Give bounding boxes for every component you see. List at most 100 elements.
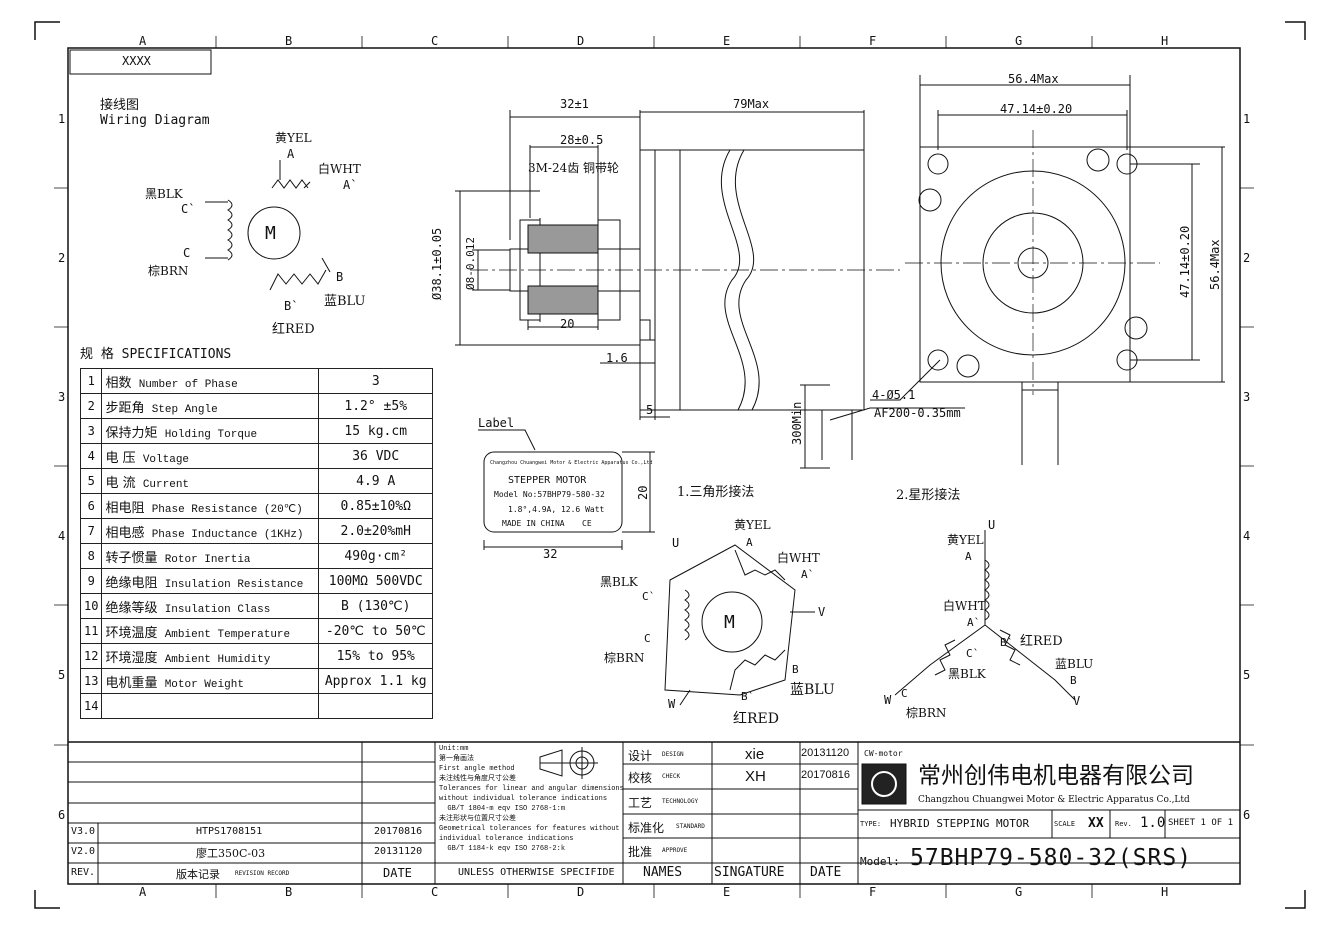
spec-name-en: Insulation Class bbox=[164, 603, 271, 616]
corner-label: XXXX bbox=[122, 54, 151, 68]
col-label: C bbox=[431, 34, 439, 48]
model-label: Model: bbox=[860, 855, 900, 868]
spec-name-cn: 电 流 bbox=[105, 475, 136, 491]
approval-role-cn: 校核 bbox=[628, 771, 653, 785]
spec-row: 14 bbox=[79, 693, 433, 719]
row-label: 1 bbox=[58, 112, 66, 126]
row-label: 5 bbox=[58, 668, 66, 682]
wire-label-wht: 白WHT bbox=[318, 162, 361, 176]
spec-value: 1.2° ±5% bbox=[318, 393, 433, 419]
scale-value: XX bbox=[1088, 816, 1104, 831]
wiring-title-en: Wiring Diagram bbox=[100, 113, 210, 128]
motor-type: HYBRID STEPPING MOTOR bbox=[890, 817, 1030, 830]
delta-wht: 白WHT bbox=[777, 551, 820, 565]
col-label: A bbox=[139, 34, 147, 48]
row-label: 6 bbox=[1243, 808, 1251, 822]
spec-name: 电机重量 Motor Weight bbox=[101, 668, 320, 694]
rev-value: 1.0 bbox=[1140, 815, 1166, 831]
terminal-a: A bbox=[287, 147, 295, 161]
spec-name: 相电阻 Phase Resistance (20℃) bbox=[101, 493, 320, 519]
pulley-note: 3M-24齿 铜带轮 bbox=[528, 161, 620, 175]
approvals-header-names: NAMES bbox=[643, 865, 683, 880]
notes-footer: UNLESS OTHERWISE SPECIFIDE bbox=[458, 867, 615, 878]
spec-number: 4 bbox=[79, 443, 103, 469]
col-label: G bbox=[1015, 34, 1023, 48]
spec-row: 9 绝缘电阻 Insulation Resistance 100MΩ 500VD… bbox=[79, 568, 433, 594]
revision-desc: HTPS1708151 bbox=[196, 826, 263, 837]
spec-number: 14 bbox=[79, 693, 103, 719]
star-wht: 白WHT bbox=[943, 599, 986, 613]
wiring-title-cn: 接线图 bbox=[100, 98, 140, 113]
type-label: TYPE: bbox=[860, 820, 882, 828]
spec-value: 15 kg.cm bbox=[318, 418, 433, 444]
spec-value: 100MΩ 500VDC bbox=[318, 568, 433, 594]
spec-number: 9 bbox=[79, 568, 103, 594]
spec-name-en: Phase Resistance (20℃) bbox=[151, 503, 303, 516]
revision-desc: 廖工350C-03 bbox=[196, 847, 266, 860]
spec-number: 2 bbox=[79, 393, 103, 419]
terminal-b2: B` bbox=[284, 299, 299, 313]
col-label: D bbox=[577, 885, 585, 899]
delta-yel: 黄YEL bbox=[734, 518, 771, 532]
spec-row: 1 相数 Number of Phase 3 bbox=[79, 368, 433, 394]
revision-date: 20131120 bbox=[374, 846, 423, 857]
spec-number: 7 bbox=[79, 518, 103, 544]
star-title: 2.星形接法 bbox=[896, 488, 961, 503]
approval-role-cn: 工艺 bbox=[628, 796, 653, 810]
row-label: 1 bbox=[1243, 112, 1251, 126]
star-u: U bbox=[988, 518, 996, 532]
company-name-cn: 常州创伟电机电器有限公司 bbox=[918, 763, 1194, 789]
spec-name: 电 压 Voltage bbox=[101, 443, 320, 469]
col-label: C bbox=[431, 885, 439, 899]
spec-name-en: Ambient Temperature bbox=[164, 628, 291, 641]
company-logo: CW-motor bbox=[864, 749, 903, 758]
dim-pulley-width: 20 bbox=[560, 317, 575, 331]
col-label: B bbox=[285, 885, 293, 899]
note-line: Tolerances for linear and angular dimens… bbox=[439, 785, 624, 793]
row-label: 6 bbox=[58, 808, 66, 822]
note-line: 第一角画法 bbox=[439, 755, 474, 763]
row-label: 3 bbox=[1243, 390, 1251, 404]
spec-name-en: Holding Torque bbox=[164, 428, 258, 441]
revision-rev: V3.0 bbox=[71, 826, 96, 837]
delta-u: U bbox=[672, 536, 680, 550]
approval-name: xie bbox=[745, 746, 765, 763]
dim-lead-length: 300Min bbox=[790, 401, 804, 445]
spec-name-en: Voltage bbox=[142, 453, 190, 466]
delta-b2: B` bbox=[741, 690, 755, 703]
spec-name-cn: 相电感 bbox=[105, 525, 145, 541]
spec-name-en: Current bbox=[142, 478, 190, 491]
note-line: GB/T 1804-m eqv ISO 2768-1:m bbox=[439, 805, 566, 813]
spec-value: 4.9 A bbox=[318, 468, 433, 494]
wire-label-blk: 黑BLK bbox=[145, 187, 183, 201]
approval-role-en: STANDARD bbox=[676, 823, 705, 830]
wire-label-blu: 蓝BLU bbox=[324, 294, 366, 309]
spec-name-cn: 转子惯量 bbox=[105, 550, 158, 566]
spec-number: 5 bbox=[79, 468, 103, 494]
spec-number: 13 bbox=[79, 668, 103, 694]
spec-name-cn: 环境湿度 bbox=[105, 650, 158, 666]
delta-c: C bbox=[644, 632, 651, 645]
approval-role-cn: 标准化 bbox=[628, 821, 665, 835]
spec-name-cn: 绝缘等级 bbox=[105, 600, 158, 616]
delta-b: B bbox=[792, 663, 799, 676]
label-origin: MADE IN CHINA bbox=[502, 519, 565, 528]
star-blu: 蓝BLU bbox=[1055, 657, 1094, 671]
spec-name-en: Phase Inductance (1KHz) bbox=[151, 528, 304, 541]
delta-brn: 棕BRN bbox=[604, 651, 645, 665]
spec-name-en: Motor Weight bbox=[164, 678, 244, 691]
spec-name-en: Rotor Inertia bbox=[164, 553, 251, 566]
note-line: 未注形状与位置尺寸公差 bbox=[439, 815, 516, 823]
row-label: 5 bbox=[1243, 668, 1251, 682]
note-line: without individual tolerance indications bbox=[439, 795, 608, 803]
col-label: F bbox=[869, 34, 877, 48]
dim-hole-spacing-v: 47.14±0.20 bbox=[1178, 225, 1192, 298]
spec-name-cn: 绝缘电阻 bbox=[105, 575, 158, 591]
spec-name: 保持力矩 Holding Torque bbox=[101, 418, 320, 444]
note-line: First angle method bbox=[439, 765, 515, 773]
dim-boss: 5 bbox=[646, 403, 654, 417]
spec-name: 绝缘电阻 Insulation Resistance bbox=[101, 568, 320, 594]
spec-row: 10 绝缘等级 Insulation Class B (130℃) bbox=[79, 593, 433, 619]
spec-row: 5 电 流 Current 4.9 A bbox=[79, 468, 433, 494]
wiring-motor-symbol: M bbox=[265, 223, 276, 244]
